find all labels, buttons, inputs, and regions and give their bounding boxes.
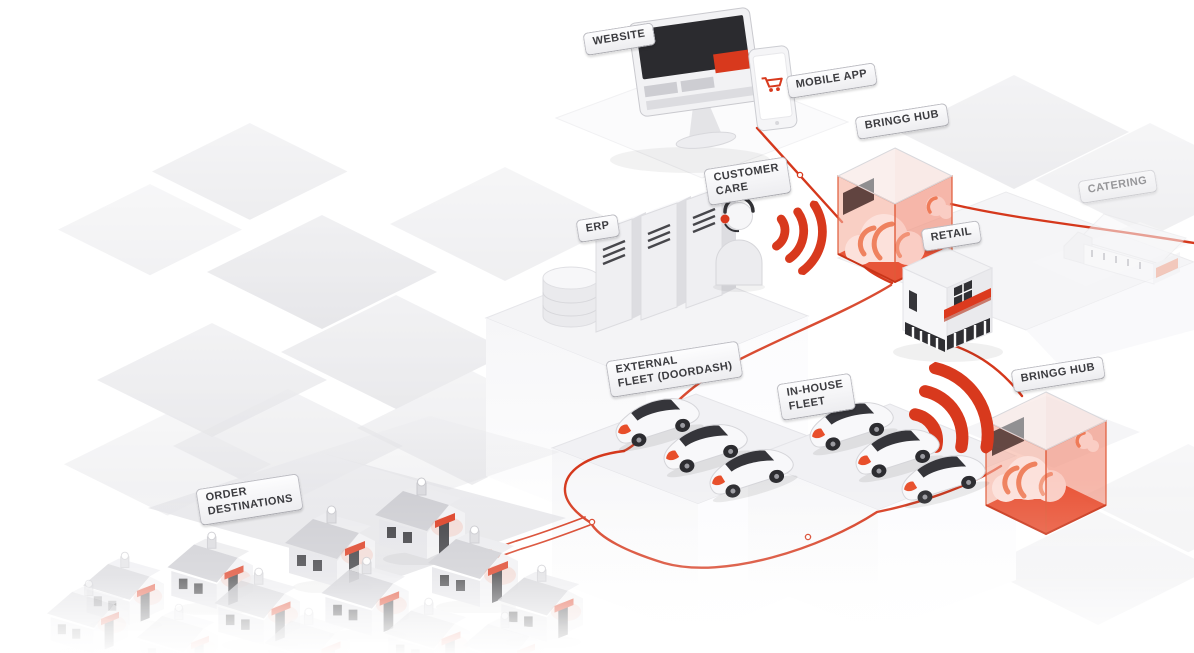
customer-care-agent [713, 195, 765, 292]
website-monitor [610, 7, 770, 173]
wifi-arcs-customer-care [773, 199, 828, 273]
cloud-icon [845, 196, 953, 265]
bringg-hub-cube-top [836, 147, 954, 284]
cart-icon [761, 77, 783, 92]
retail-store [893, 247, 1003, 362]
server-tower [640, 196, 691, 321]
bottom-fade [0, 478, 1194, 653]
catering-warehouse [1063, 213, 1187, 285]
screen-red-block [713, 49, 751, 74]
mobile-phone [748, 45, 798, 132]
database-cylinder [542, 266, 600, 328]
